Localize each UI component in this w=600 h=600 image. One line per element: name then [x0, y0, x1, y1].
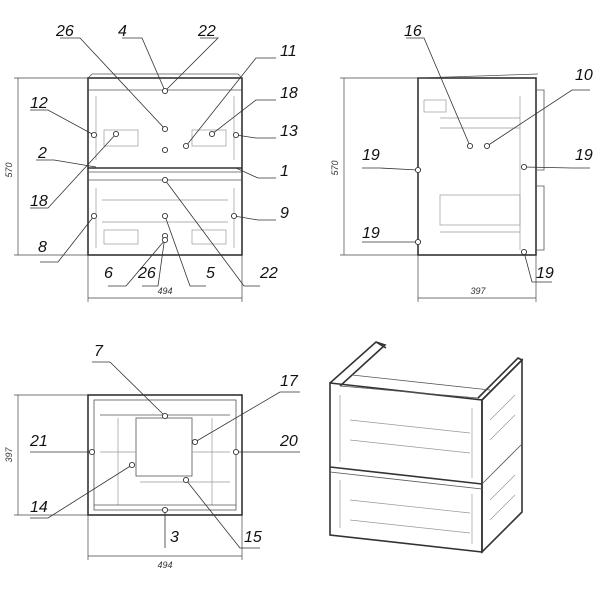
callout-12: 12: [30, 95, 48, 112]
callout-15: 15: [244, 529, 262, 546]
callout-21: 21: [29, 433, 48, 450]
callout-11: 11: [280, 43, 297, 60]
callout-20: 20: [279, 433, 298, 450]
callout-labels: 26 4 22 11 18 13 12 2 18 1 9 8 6 26 5 22…: [29, 23, 593, 546]
callout-4: 4: [118, 23, 127, 40]
callout-9: 9: [280, 205, 289, 222]
callout-19-upper-right: 19: [575, 147, 593, 164]
side-view: [340, 73, 545, 302]
callout-18-left: 18: [30, 193, 48, 210]
callout-5: 5: [206, 265, 215, 282]
callout-22-bottom: 22: [259, 265, 278, 282]
callout-13: 13: [280, 123, 298, 140]
callout-19-upper-left: 19: [362, 147, 380, 164]
dim-front-height: 570: [4, 162, 14, 177]
dim-top-depth: 397: [4, 447, 14, 463]
callout-10: 10: [575, 67, 593, 84]
dim-front-width: 494: [157, 286, 172, 296]
callout-19-lower-right: 19: [536, 265, 554, 282]
callout-14: 14: [30, 499, 48, 516]
dimension-labels: 570 494 570 397 397 494: [4, 160, 486, 570]
callout-dots: [88, 87, 528, 514]
callout-26-bottom: 26: [137, 265, 156, 282]
callout-22-top: 22: [197, 23, 216, 40]
callout-19-lower-left: 19: [362, 225, 380, 242]
callout-26-top: 26: [55, 23, 74, 40]
callout-3: 3: [170, 529, 179, 546]
leaders: [30, 37, 590, 549]
callout-18-right: 18: [280, 85, 298, 102]
isometric-view: [329, 341, 524, 554]
dim-side-height: 570: [330, 160, 340, 175]
callout-2: 2: [37, 145, 47, 162]
callout-8: 8: [38, 239, 47, 256]
callout-7: 7: [94, 343, 104, 360]
callout-16: 16: [404, 23, 422, 40]
callout-1: 1: [280, 163, 289, 180]
callout-6: 6: [104, 265, 113, 282]
top-view: [14, 394, 243, 560]
dim-side-depth: 397: [470, 286, 486, 296]
callout-17: 17: [280, 373, 299, 390]
dim-top-width: 494: [157, 560, 172, 570]
